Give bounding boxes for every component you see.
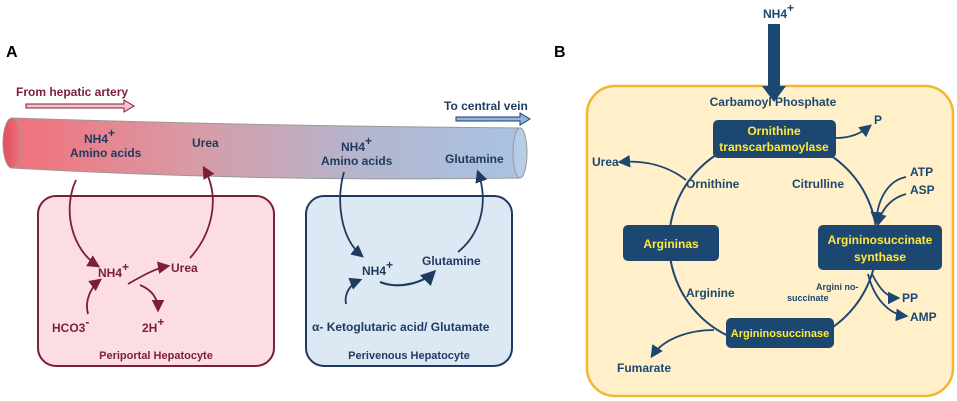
arrow-amino-to-nh4: [68, 179, 101, 268]
asp-label: ASP: [910, 183, 935, 197]
from-hepatic-artery-label: From hepatic artery: [16, 85, 128, 99]
arrow-from-asp: [874, 193, 907, 227]
atp-label: ATP: [910, 165, 933, 179]
panel-b-letter: B: [554, 44, 566, 61]
perivenous-hepatocyte-title: Perivenous Hepatocyte: [348, 350, 470, 362]
carbamoyl-phosphate-label: Carbamoyl Phosphate: [710, 95, 837, 109]
asl-label: Argininosuccinase: [731, 328, 829, 340]
arrow-to-2h: [139, 284, 165, 313]
perivenous-substrate: α- Ketoglutaric acid/ Glutamate: [312, 320, 490, 334]
arrow-hco3-to-nh4: [86, 278, 103, 315]
amp-label: AMP: [910, 310, 937, 324]
arginine-label: Arginine: [686, 286, 735, 300]
perivenous-hepatocyte-box: [305, 195, 513, 367]
citrulline-label: Citrulline: [792, 177, 844, 191]
arrow-to-p: [835, 124, 872, 139]
arrow-urea-to-vessel: [189, 165, 215, 259]
otc-line1: Ornithine: [747, 124, 801, 138]
artery-inflow-arrow: [25, 99, 135, 113]
otc-line2: transcarbamoylase: [719, 140, 829, 154]
vessel-nh4-periportal: NH4+: [84, 126, 115, 146]
ass-line2: synthase: [854, 250, 906, 264]
panel-a-letter: A: [6, 44, 18, 61]
vessel-amino-acids-periportal: Amino acids: [70, 146, 142, 160]
arrow-amino-to-nh4-pv: [339, 171, 364, 258]
arrow-glutamine-to-vessel: [457, 169, 488, 253]
perivenous-nh4: NH4+: [362, 258, 393, 278]
arginase-label: Argininas: [643, 237, 699, 251]
pp-label: PP: [902, 291, 918, 305]
urea-product-label: Urea: [592, 155, 619, 169]
argininosuccinate-line2: succinate: [787, 293, 829, 303]
cycle-nh4-top: NH4+: [763, 1, 794, 21]
vessel-amino-acids-perivenous: Amino acids: [321, 154, 393, 168]
periportal-hepatocyte-box: [37, 195, 275, 367]
enzyme-asl: Argininosuccinase: [726, 318, 834, 348]
to-central-vein-label: To central vein: [444, 99, 528, 113]
periportal-2h: 2H+: [142, 315, 164, 335]
arrow-nh4-to-glutamine: [379, 269, 437, 287]
arrow-substrate-to-nh4: [344, 277, 363, 305]
enzyme-arginase: Argininas: [623, 225, 719, 261]
p-label: P: [874, 113, 882, 127]
enzyme-otc: Ornithine transcarbamoylase: [713, 120, 836, 158]
blood-vessel: [2, 117, 528, 180]
arrow-to-amp: [867, 273, 909, 322]
arrow-to-fumarate: [650, 329, 715, 359]
fumarate-label: Fumarate: [617, 361, 671, 375]
periportal-nh4: NH4+: [98, 260, 129, 280]
ass-line1: Argininosuccinate: [828, 233, 933, 247]
vessel-nh4-perivenous: NH4+: [341, 134, 372, 154]
vessel-urea-label: Urea: [192, 136, 219, 150]
perivenous-glutamine: Glutamine: [422, 254, 481, 268]
arrow-to-pp: [871, 273, 901, 305]
ornithine-label: Ornithine: [686, 177, 740, 191]
arrow-to-urea: [617, 154, 687, 181]
argininosuccinate-line1: Argini no-: [816, 282, 859, 292]
vessel-glutamine-label: Glutamine: [445, 152, 504, 166]
vein-outflow-arrow: [455, 112, 531, 126]
periportal-urea: Urea: [171, 261, 198, 275]
arrow-nh4-to-urea: [127, 261, 171, 285]
enzyme-ass: Argininosuccinate synthase: [818, 225, 942, 270]
periportal-hco3: HCO3-: [52, 315, 89, 335]
nh4-entry-arrow: [762, 24, 786, 102]
periportal-hepatocyte-title: Periportal Hepatocyte: [99, 350, 213, 362]
